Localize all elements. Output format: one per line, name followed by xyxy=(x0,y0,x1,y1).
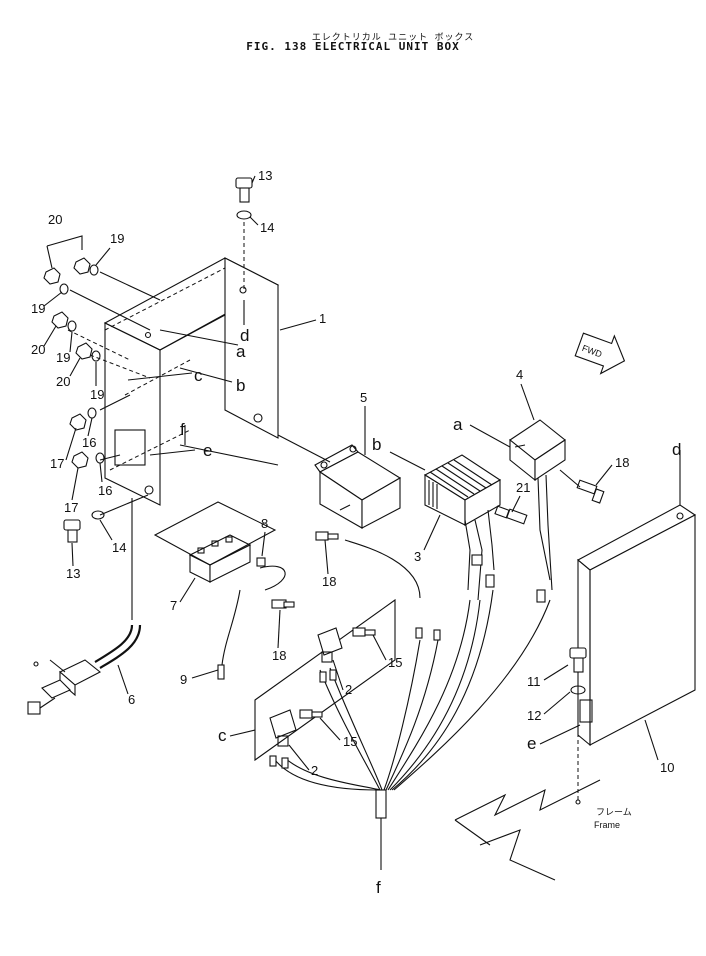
callout-20: 20 xyxy=(48,212,62,227)
callout-17: 17 xyxy=(50,456,64,471)
part-20-nut-3 xyxy=(51,311,69,329)
callout-4: 4 xyxy=(516,367,523,382)
connection-letters: a a b b c c d d e e f f xyxy=(180,326,681,897)
part-7-connector-block xyxy=(188,534,252,583)
letter-d-box: d xyxy=(240,326,249,345)
callout-11: 11 xyxy=(527,674,541,689)
callout-20: 20 xyxy=(56,374,70,389)
part-number-callouts: 1 2 2 3 4 5 6 7 8 9 10 11 12 13 13 14 14… xyxy=(31,168,674,778)
callout-7: 7 xyxy=(170,598,177,613)
letter-a-unit: a xyxy=(453,415,463,434)
part-3-regulator xyxy=(423,454,502,526)
part-2-switch-bottom xyxy=(269,709,297,747)
part-18-bolt-1 xyxy=(576,479,605,504)
letter-d-cover: d xyxy=(672,440,681,459)
part-15-screw-bottom xyxy=(299,709,323,719)
callout-16: 16 xyxy=(82,435,96,450)
part-13-bolt-top xyxy=(235,177,253,203)
callout-19: 19 xyxy=(56,350,70,365)
callout-14: 14 xyxy=(112,540,126,555)
callout-19: 19 xyxy=(90,387,104,402)
part-20-nut-4 xyxy=(75,342,93,360)
part-5-relay xyxy=(314,444,402,529)
part-18-bolt-2 xyxy=(315,531,339,541)
callout-15: 15 xyxy=(343,734,357,749)
callout-6: 6 xyxy=(128,692,135,707)
part-4-resistor-unit xyxy=(509,419,566,482)
letter-c-box: c xyxy=(194,366,203,385)
letter-b-unit: b xyxy=(372,435,381,454)
part-15-screw-top xyxy=(352,627,376,637)
callout-2: 2 xyxy=(345,682,352,697)
part-6-harness xyxy=(27,624,142,715)
part-19-washer-4 xyxy=(91,350,101,362)
frame-break-line xyxy=(454,779,601,821)
part-f-wire-harness xyxy=(274,539,551,870)
part-17-nut-1 xyxy=(69,413,87,431)
part-14-washer-bottom xyxy=(91,510,105,520)
callout-13: 13 xyxy=(66,566,80,581)
part-20-nut-2 xyxy=(73,257,91,275)
part-16-washer-2 xyxy=(95,452,105,464)
letter-b-box: b xyxy=(236,376,245,395)
part-2-switch-top xyxy=(317,627,343,663)
frame-label-japanese: フレーム xyxy=(596,807,632,817)
part-17-nut-2 xyxy=(71,451,89,469)
letter-e-cover: e xyxy=(527,734,536,753)
letter-a-box: a xyxy=(236,342,246,361)
part-19-washer-2 xyxy=(59,283,69,295)
forward-direction-arrow: FWD xyxy=(574,332,626,375)
part-19-washer-1 xyxy=(89,264,99,276)
part-8-fuse xyxy=(256,557,266,567)
callout-21: 21 xyxy=(516,480,530,495)
callout-13: 13 xyxy=(258,168,272,183)
part-18-bolt-3 xyxy=(271,599,295,609)
callout-10: 10 xyxy=(660,760,674,775)
callout-20: 20 xyxy=(31,342,45,357)
callout-19: 19 xyxy=(31,301,45,316)
part-16-washer-1 xyxy=(87,407,97,419)
letter-c-switch: c xyxy=(218,726,227,745)
callout-5: 5 xyxy=(360,390,367,405)
part-20-bracket-line xyxy=(46,235,83,250)
callout-14: 14 xyxy=(260,220,274,235)
callout-2: 2 xyxy=(311,763,318,778)
part-12-washer xyxy=(570,685,586,695)
letter-f-harness: f xyxy=(376,878,381,897)
callout-19: 19 xyxy=(110,231,124,246)
figure-title-japanese: エレクトリカル ユニット ボックス xyxy=(311,33,475,43)
callout-9: 9 xyxy=(180,672,187,687)
callout-3: 3 xyxy=(414,549,421,564)
callout-15: 15 xyxy=(388,655,402,670)
callout-17: 17 xyxy=(64,500,78,515)
part-1-box-bracket xyxy=(103,257,280,506)
part-20-nut-1 xyxy=(43,267,61,285)
part-10-cover xyxy=(577,504,697,747)
callout-18: 18 xyxy=(322,574,336,589)
part-14-washer-top xyxy=(236,210,252,220)
callout-18: 18 xyxy=(615,455,629,470)
callout-8: 8 xyxy=(261,516,268,531)
part-21-bolt xyxy=(494,505,528,525)
callout-12: 12 xyxy=(527,708,541,723)
letter-f-box: f xyxy=(180,420,185,439)
frame-label: Frame xyxy=(594,820,620,830)
part-11-bolt xyxy=(569,647,587,673)
callout-18: 18 xyxy=(272,648,286,663)
letter-e-box: e xyxy=(203,441,212,460)
callout-1: 1 xyxy=(319,311,326,326)
part-13-bolt-bottom xyxy=(63,519,81,543)
part-9-wire xyxy=(221,589,241,666)
callout-16: 16 xyxy=(98,483,112,498)
figure-title: FIG. 138 ELECTRICAL UNIT BOX xyxy=(246,40,460,53)
part-19-washer-3 xyxy=(67,320,77,332)
